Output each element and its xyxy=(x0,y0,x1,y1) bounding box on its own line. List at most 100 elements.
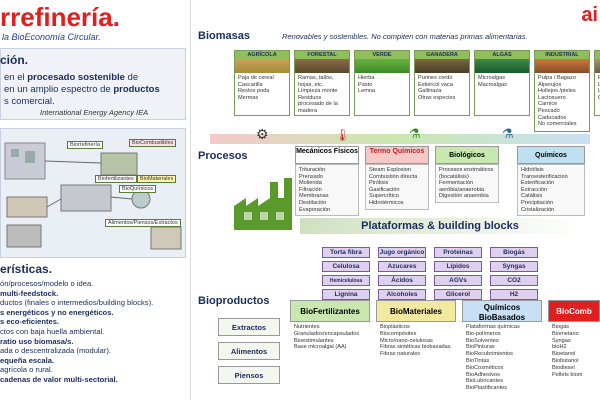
platform-pill: Lípidos xyxy=(434,261,482,272)
platform-pill: Torta fibra xyxy=(322,247,370,258)
definition-panel xyxy=(0,48,186,120)
platform-pill: Glicerol xyxy=(434,289,482,300)
platform-pill: Celulosa xyxy=(322,261,370,272)
manure-image xyxy=(415,59,469,73)
category-label: INDUSTRIAL xyxy=(535,51,589,59)
category-label: VERDE xyxy=(355,51,409,59)
characteristic-item: s energéticos y no energéticos. xyxy=(0,307,114,317)
thermometer-icon: 🌡 xyxy=(335,128,351,142)
platform-pill: Proteinas xyxy=(434,247,482,258)
bioproducts-heading: Bioproductos xyxy=(198,295,270,307)
process-label: Termo Químicos xyxy=(365,146,429,164)
characteristic-item: ductos (finales o intermedios/building b… xyxy=(0,298,154,308)
processes-heading: Procesos xyxy=(198,150,248,162)
category-label: ALGAS xyxy=(475,51,529,59)
platform-pill: Alcoholes xyxy=(378,289,426,300)
characteristic-item: multi-feedstock. xyxy=(0,288,59,298)
characteristic-item: ratio uso biomasa/s. xyxy=(0,336,74,346)
chip-biocombustibles: BioCombustibles xyxy=(129,139,177,147)
category-label: GANADERA xyxy=(415,51,469,59)
brand-logo: ai xyxy=(581,4,598,26)
platform-pill: AGVs xyxy=(434,275,482,286)
page-subtitle: la BioEconomía Circular. xyxy=(2,32,101,42)
characteristics-heading: erísticas. xyxy=(0,262,53,276)
biomass-forestal: FORESTAL Ramas, tallos, hojas, etc.Limpi… xyxy=(294,50,350,116)
algae-image xyxy=(475,59,529,73)
chip-biorrefineria: Biorrefinería xyxy=(67,141,103,149)
chip-biomateriales: BioMateriales xyxy=(137,175,177,183)
platform-pill: Azucares xyxy=(378,261,426,272)
lab-icon: ⚗ xyxy=(502,126,514,141)
process-illustration-graphic xyxy=(4,142,182,250)
piensos-box: Piensos xyxy=(218,366,280,384)
definition-heading: ción. xyxy=(0,53,29,67)
definition-text: en el procesado sostenible de en un ampl… xyxy=(4,72,160,107)
chip-alimentos: Alimentos/Piensos/Extractos xyxy=(105,219,181,227)
category-label: FORESTAL xyxy=(295,51,349,59)
chip-bioquimicos: BioQuímicos xyxy=(119,185,157,193)
process-label: Biológicos xyxy=(435,146,499,164)
column-divider xyxy=(190,0,191,400)
process-label: Químicos xyxy=(517,146,585,164)
characteristic-item: ón/procesos/modelo o idea. xyxy=(0,279,94,288)
group-quimicos-biobasados: Químicos BioBasados Plataformas químicas… xyxy=(462,300,542,394)
platform-pill: Ácidos xyxy=(378,275,426,286)
platform-pill: Hemicelulosa xyxy=(322,275,370,286)
page-title: rrefinería. xyxy=(0,2,120,32)
extractos-box: Extractos xyxy=(218,318,280,336)
platforms-heading: Plataformas & building blocks xyxy=(300,218,580,234)
characteristic-item: ada o descentralizada (modular). xyxy=(0,346,112,356)
wood-image xyxy=(295,59,349,73)
food-waste-image xyxy=(595,59,600,73)
group-label: Químicos BioBasados xyxy=(462,300,542,322)
characteristic-item: cadenas de valor multi-sectorial. xyxy=(0,374,118,384)
category-label: AGRÍCOLA xyxy=(235,51,289,59)
definition-citation: International Energy Agency IEA xyxy=(40,108,149,117)
platform-pill: Lignina xyxy=(322,289,370,300)
platform-pill: H2 xyxy=(490,289,538,300)
flow-strip xyxy=(210,134,590,144)
category-label xyxy=(595,51,600,59)
characteristic-item: agrícola o rural. xyxy=(0,365,53,375)
characteristic-item: s eco-eficientes. xyxy=(0,317,60,327)
biorefinery-illustration: Biorrefinería BioCombustibles Biofertili… xyxy=(0,128,186,258)
straw-image xyxy=(235,59,289,73)
platform-pill: CO2 xyxy=(490,275,538,286)
grass-image xyxy=(355,59,409,73)
characteristics-list: ón/procesos/modelo o idea. multi-feedsto… xyxy=(0,279,186,385)
group-label: BioMateriales xyxy=(376,300,456,322)
platform-pill: Biogás xyxy=(490,247,538,258)
green-factory-icon xyxy=(234,178,292,230)
process-label: Mecánicos Físicos xyxy=(295,146,359,164)
platform-pill: Syngas xyxy=(490,261,538,272)
characteristic-item: ctos con baja huella ambiental. xyxy=(0,326,105,336)
biomass-extra: FOLoLaCe xyxy=(594,50,600,116)
gear-icon: ⚙ xyxy=(256,126,269,142)
characteristic-item: equeña escala. xyxy=(0,355,55,365)
chip-biofertilizantes: Biofertilizantes xyxy=(95,175,137,183)
platforms-grid: Torta fibra Jugo orgánico Proteinas Biog… xyxy=(322,247,538,300)
alimentos-box: Alimentos xyxy=(218,342,280,360)
group-label: BioFertilizantes xyxy=(290,300,370,322)
group-label: BioComb xyxy=(548,300,600,322)
biomass-heading: Biomasas xyxy=(198,30,250,42)
process-biologicos: Biológicos Procesos enzimáticos (bocatál… xyxy=(435,146,499,216)
flask-icon: ⚗ xyxy=(409,126,421,141)
platform-pill: Jugo orgánico xyxy=(378,247,426,258)
bioproducts-left: Extractos Alimentos Piensos xyxy=(218,318,280,384)
biomass-subtitle: Renovables y sostenibles. No compiten co… xyxy=(282,32,528,41)
